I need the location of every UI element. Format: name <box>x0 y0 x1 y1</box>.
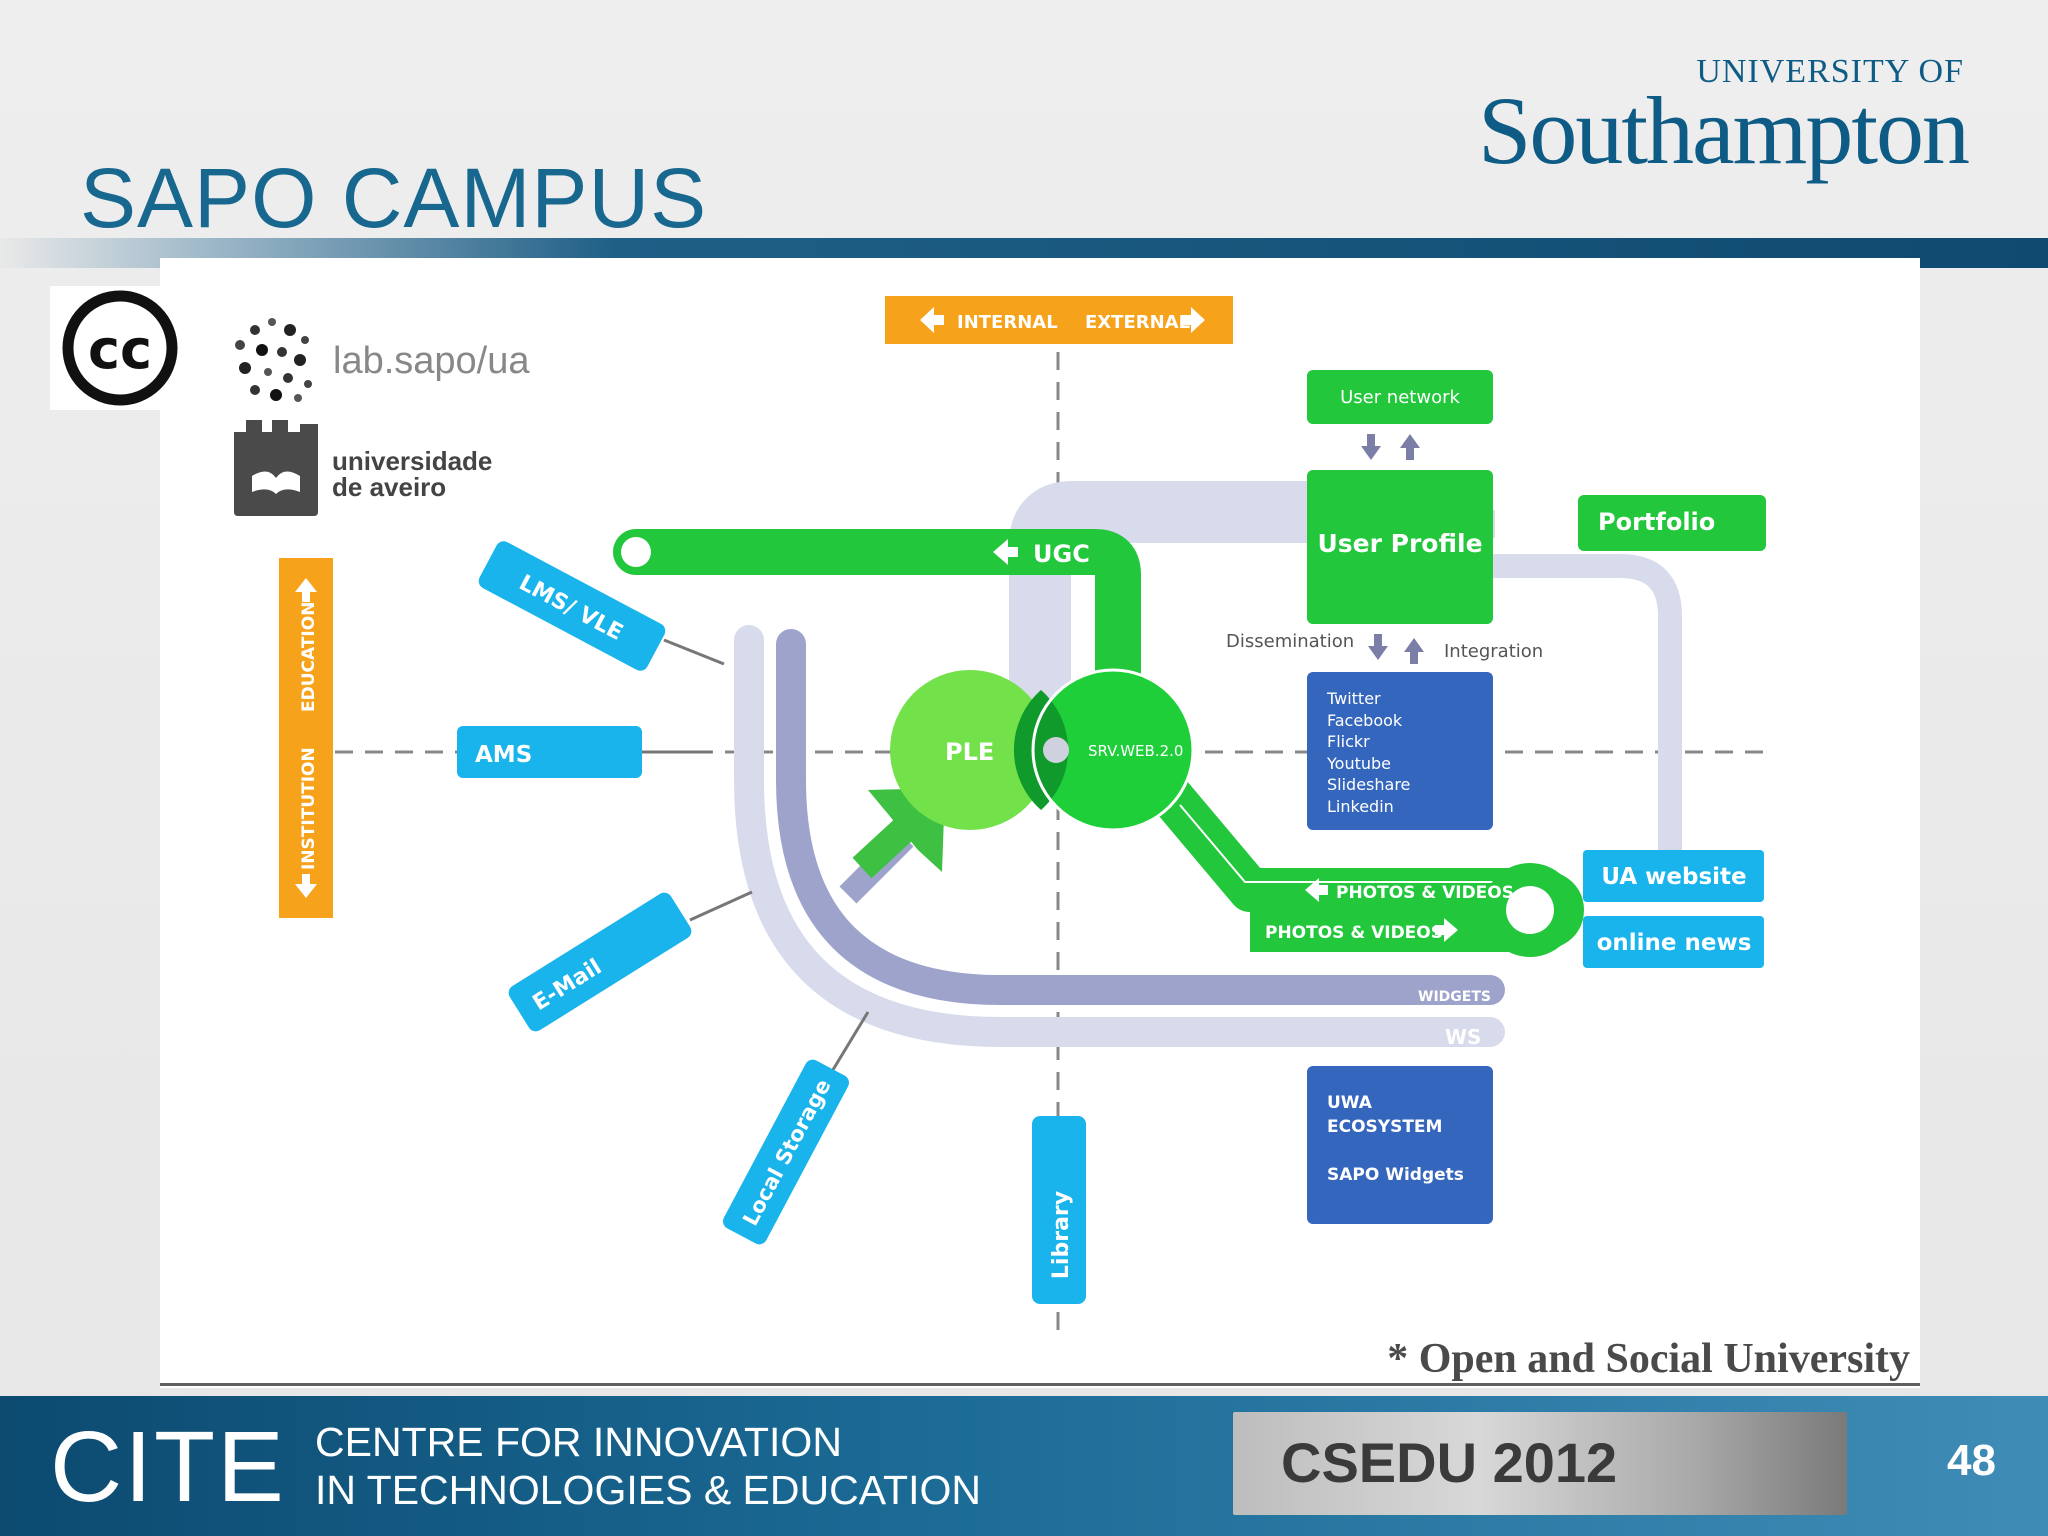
up-arrow-icon <box>1400 434 1420 460</box>
arrow-up-icon <box>295 578 317 602</box>
cite-subtitle: CENTRE FOR INNOVATION IN TECHNOLOGIES & … <box>315 1418 981 1514</box>
cite-subtitle-line2: IN TECHNOLOGIES & EDUCATION <box>315 1467 981 1513</box>
university-logo: UNIVERSITY OF Southampton <box>1477 53 1970 184</box>
user-network-label: User network <box>1340 387 1460 408</box>
social-services-box <box>1307 672 1493 830</box>
dissemination-label: Dissemination <box>1226 631 1354 652</box>
srv-circle <box>1033 670 1193 830</box>
portfolio-box <box>1578 495 1766 551</box>
widgets-label: WIDGETS <box>1418 989 1491 1005</box>
uwa-line2: ECOSYSTEM <box>1327 1117 1442 1137</box>
external-label: EXTERNAL <box>1085 312 1190 333</box>
photos-out-label: PHOTOS & VIDEOS <box>1265 923 1443 943</box>
user-profile-box <box>1307 470 1493 624</box>
education-institution-axis-label: EDUCATION INSTITUTION <box>279 558 333 918</box>
dissemination-arrow-icon <box>1368 634 1388 660</box>
ua-website-label: UA website <box>1601 864 1746 890</box>
ugc-track: UGC <box>613 529 1141 703</box>
social-services-list: Twitter Facebook Flickr Youtube Slidesha… <box>1326 689 1416 816</box>
arrow-left-icon <box>920 307 944 333</box>
ua-logo-line2: de aveiro <box>332 472 446 502</box>
email-connector <box>689 890 753 922</box>
service-twitter: Twitter <box>1326 689 1381 708</box>
internal-external-axis-label: INTERNAL EXTERNAL <box>885 296 1233 344</box>
service-slideshare: Slideshare <box>1327 775 1410 794</box>
ua-website-track <box>1492 554 1682 862</box>
ws-track <box>734 625 1505 1047</box>
ugc-label: UGC <box>1033 540 1090 568</box>
ugc-arrow-icon <box>993 539 1018 565</box>
service-flickr: Flickr <box>1327 732 1370 751</box>
uwa-line3: SAPO Widgets <box>1327 1165 1464 1185</box>
user-profile-label: User Profile <box>1317 529 1482 558</box>
storage-connector <box>826 1011 870 1079</box>
service-facebook: Facebook <box>1327 711 1403 730</box>
ua-logo-line1: universidade <box>332 446 492 476</box>
ple-srv-node <box>1043 737 1069 763</box>
csedu-badge: CSEDU 2012 <box>1233 1412 1847 1515</box>
photos-videos-track: PHOTOS & VIDEOS PHOTOS & VIDEOS <box>1153 780 1584 957</box>
library-box: Library <box>1032 1116 1086 1304</box>
internal-label: INTERNAL <box>957 312 1058 333</box>
local-storage-label: Local Storage <box>738 1075 835 1230</box>
integration-arrow-icon <box>1404 638 1424 664</box>
ua-logo-icon <box>234 420 318 516</box>
uwa-ecosystem-box <box>1307 1066 1493 1224</box>
ams-label: AMS <box>475 742 532 768</box>
widgets-track <box>776 629 1505 1005</box>
integration-label: Integration <box>1444 641 1543 662</box>
portfolio-label: Portfolio <box>1598 508 1715 536</box>
cc-license-icon: cc <box>62 290 178 406</box>
local-storage-box: Local Storage <box>723 1059 849 1245</box>
ple-circle <box>890 670 1050 830</box>
library-label: Library <box>1049 1191 1074 1279</box>
ple-srv-overlap <box>1013 690 1069 810</box>
logo-line1: UNIVERSITY OF <box>1696 53 1964 90</box>
institution-label: INSTITUTION <box>299 747 319 870</box>
photos-in-label: PHOTOS & VIDEOS <box>1336 883 1514 903</box>
lab-sapo-logo-icon <box>235 318 312 402</box>
service-linkedin: Linkedin <box>1327 797 1394 816</box>
ua-website-box <box>1583 850 1764 902</box>
page-number: 48 <box>1947 1436 1996 1485</box>
arrow-right-icon <box>1181 307 1205 333</box>
email-box: E-Mail <box>508 892 692 1032</box>
lms-connector <box>663 638 725 666</box>
ple-label: PLE <box>945 738 994 766</box>
cite-logo: CITE <box>50 1411 286 1523</box>
slide-title: SAPO CAMPUS <box>80 151 708 245</box>
ws-label: WS <box>1445 1025 1481 1049</box>
down-arrow-icon <box>1361 434 1381 460</box>
csedu-title: CSEDU 2012 <box>1281 1431 1618 1494</box>
online-news-box <box>1583 916 1764 968</box>
arrow-down-icon <box>295 874 317 898</box>
logo-line2: Southampton <box>1477 77 1970 184</box>
ams-box: AMS <box>457 726 642 778</box>
panel-bottom-edge <box>160 1383 1920 1386</box>
uwa-line1: UWA <box>1327 1093 1373 1113</box>
user-network-box <box>1307 370 1493 424</box>
photos-in-arrow-icon <box>1305 878 1328 902</box>
education-label: EDUCATION <box>299 602 319 712</box>
cc-badge-text: cc <box>88 318 152 381</box>
cite-subtitle-line1: CENTRE FOR INNOVATION <box>315 1419 842 1465</box>
diagram-caption: * Open and Social University <box>1387 1336 1910 1382</box>
photos-out-arrow-icon <box>1435 918 1458 942</box>
srv-label: SRV.WEB.2.0 <box>1088 742 1183 760</box>
online-news-label: online news <box>1597 930 1752 956</box>
service-youtube: Youtube <box>1326 754 1391 773</box>
lab-sapo-label: lab.sapo/ua <box>333 340 530 382</box>
